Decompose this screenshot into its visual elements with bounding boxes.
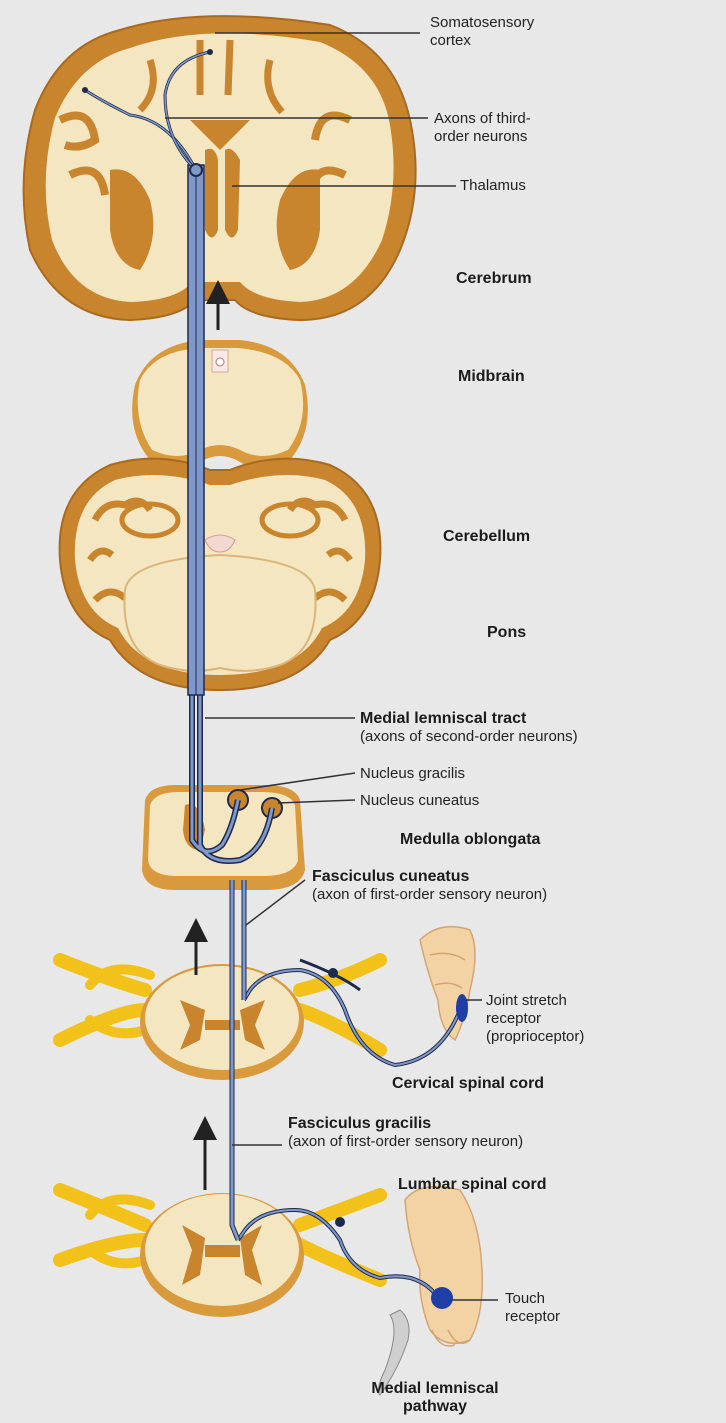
joint-stretch-receptor-dot [456,994,468,1022]
label-touch-receptor: Touch receptor [505,1290,560,1326]
cervical-cord-section [60,960,380,1080]
finger-illustration [420,927,475,1040]
midbrain-section [132,340,308,468]
label-somatosensory-cortex: Somatosensory cortex [430,14,534,50]
label-fasciculus-cuneatus: Fasciculus cuneatus (axon of first-order… [312,868,547,904]
touch-receptor-dot [431,1287,453,1309]
label-medulla-oblongata: Medulla oblongata [400,831,540,849]
cerebrum-section [24,16,416,320]
label-midbrain: Midbrain [458,368,525,386]
label-thalamus: Thalamus [460,177,526,195]
cerebellum-section [60,459,381,690]
label-joint-stretch-receptor: Joint stretch receptor (proprioceptor) [486,992,584,1046]
label-nucleus-cuneatus: Nucleus cuneatus [360,792,479,810]
label-cerebellum: Cerebellum [443,528,530,546]
label-cervical-spinal-cord: Cervical spinal cord [392,1075,544,1093]
label-nucleus-gracilis: Nucleus gracilis [360,765,465,783]
label-lumbar-spinal-cord: Lumbar spinal cord [398,1176,546,1194]
label-medial-lemniscal-tract: Medial lemniscal tract (axons of second-… [360,710,578,746]
label-axons-third-order: Axons of third- order neurons [434,110,531,146]
lumbar-cord-section [60,1190,380,1317]
label-medial-lemniscal-pathway: Medial lemniscal pathway [325,1380,545,1416]
label-fasciculus-gracilis: Fasciculus gracilis (axon of first-order… [288,1115,523,1151]
label-pons: Pons [487,624,526,642]
label-cerebrum: Cerebrum [456,270,532,288]
